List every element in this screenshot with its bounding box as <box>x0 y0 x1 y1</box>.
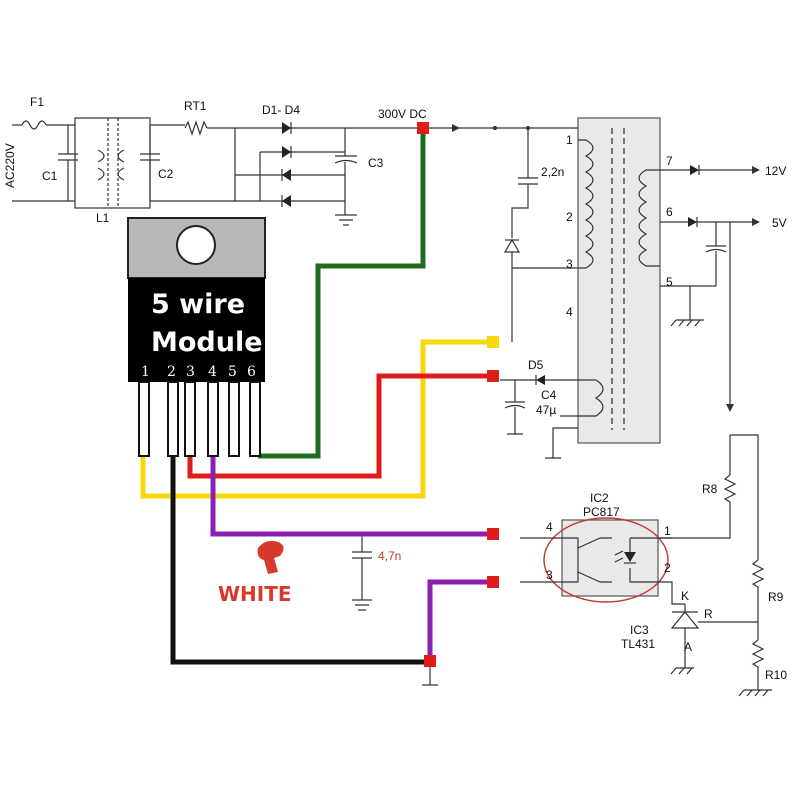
wire-purple <box>210 456 492 660</box>
opto-pin-label: 1 <box>664 524 671 538</box>
label-fuse: F1 <box>30 95 44 109</box>
resistor-r10 <box>744 639 772 691</box>
optocoupler-ic2 <box>520 517 685 605</box>
module-title-line2: Module <box>151 327 263 358</box>
inductor-l1 <box>74 117 151 209</box>
label-ic2-part: PC817 <box>583 505 620 519</box>
label-l1: L1 <box>96 211 110 225</box>
module-pin-label: 3 <box>186 364 195 380</box>
label-cap-fb: 4,7n <box>378 549 401 563</box>
label-out12: 12V <box>765 164 786 178</box>
label-c2: C2 <box>158 167 174 181</box>
transformer <box>577 117 661 444</box>
bridge-rectifier <box>234 122 345 207</box>
white-pointer-icon <box>257 540 284 574</box>
transformer-pin-label: 2 <box>566 210 573 224</box>
capacitor-feedback <box>352 534 372 611</box>
label-white-note: WHITE <box>218 582 292 606</box>
module-pin-label: 5 <box>228 364 237 380</box>
opto-pin-label: 4 <box>546 520 553 534</box>
transformer-pin-label: 4 <box>566 305 573 319</box>
transformer-pin-label: 6 <box>666 205 673 219</box>
primary-snubber <box>503 128 578 342</box>
thermistor-rt1 <box>184 120 208 136</box>
label-r9: R9 <box>768 590 784 604</box>
transformer-pin-label: 3 <box>566 257 573 271</box>
marker-purple-4 <box>487 528 499 540</box>
input-filter-section <box>12 117 358 226</box>
resistor-r8 <box>660 474 737 539</box>
label-r10: R10 <box>765 668 787 682</box>
label-tl-k: K <box>681 589 689 603</box>
secondary-outputs <box>660 165 772 697</box>
marker-purple-3 <box>487 576 499 588</box>
label-bus: 300V DC <box>378 107 427 121</box>
regulator-ic3 <box>670 604 758 675</box>
aux-supply <box>500 375 578 459</box>
label-rt1: RT1 <box>184 99 207 113</box>
label-ic3: IC3 <box>630 623 649 637</box>
marker-yellow <box>487 336 499 348</box>
label-c4-value: 47µ <box>536 403 556 417</box>
transformer-pin-label: 1 <box>566 133 573 147</box>
label-ic3-part: TL431 <box>621 637 655 651</box>
power-module <box>127 217 266 457</box>
transformer-pin-label: 5 <box>666 275 673 289</box>
label-ic2: IC2 <box>590 491 609 505</box>
wire-yellow <box>140 339 492 499</box>
label-r8: R8 <box>702 482 718 496</box>
opto-pin-label: 3 <box>546 568 553 582</box>
label-d5: D5 <box>528 358 544 372</box>
label-tl-a: A <box>684 640 692 654</box>
wire-green <box>258 132 426 459</box>
wire-red <box>187 373 492 479</box>
label-c3: C3 <box>368 156 384 170</box>
module-pin-label: 6 <box>247 364 256 380</box>
label-c1: C1 <box>42 169 58 183</box>
marker-bus <box>417 122 429 134</box>
label-mains: AC220V <box>3 143 17 188</box>
module-pin-label: 4 <box>208 364 217 380</box>
label-cap-snubber: 2,2n <box>541 165 564 179</box>
label-c4: C4 <box>541 388 557 402</box>
opto-pin-label: 2 <box>664 561 671 575</box>
resistor-r9 <box>751 559 765 640</box>
module-title-line1: 5 wire <box>151 289 245 320</box>
fuse-f1 <box>21 120 47 130</box>
transformer-pin-label: 7 <box>666 154 673 168</box>
module-pin-label: 1 <box>141 364 150 380</box>
label-bridge: D1- D4 <box>262 103 300 117</box>
marker-red <box>487 370 499 382</box>
marker-ground <box>424 655 436 667</box>
module-pin-label: 2 <box>167 364 176 380</box>
label-out5: 5V <box>772 216 787 230</box>
capacitor-c3 <box>334 128 358 226</box>
label-tl-r: R <box>704 607 713 621</box>
